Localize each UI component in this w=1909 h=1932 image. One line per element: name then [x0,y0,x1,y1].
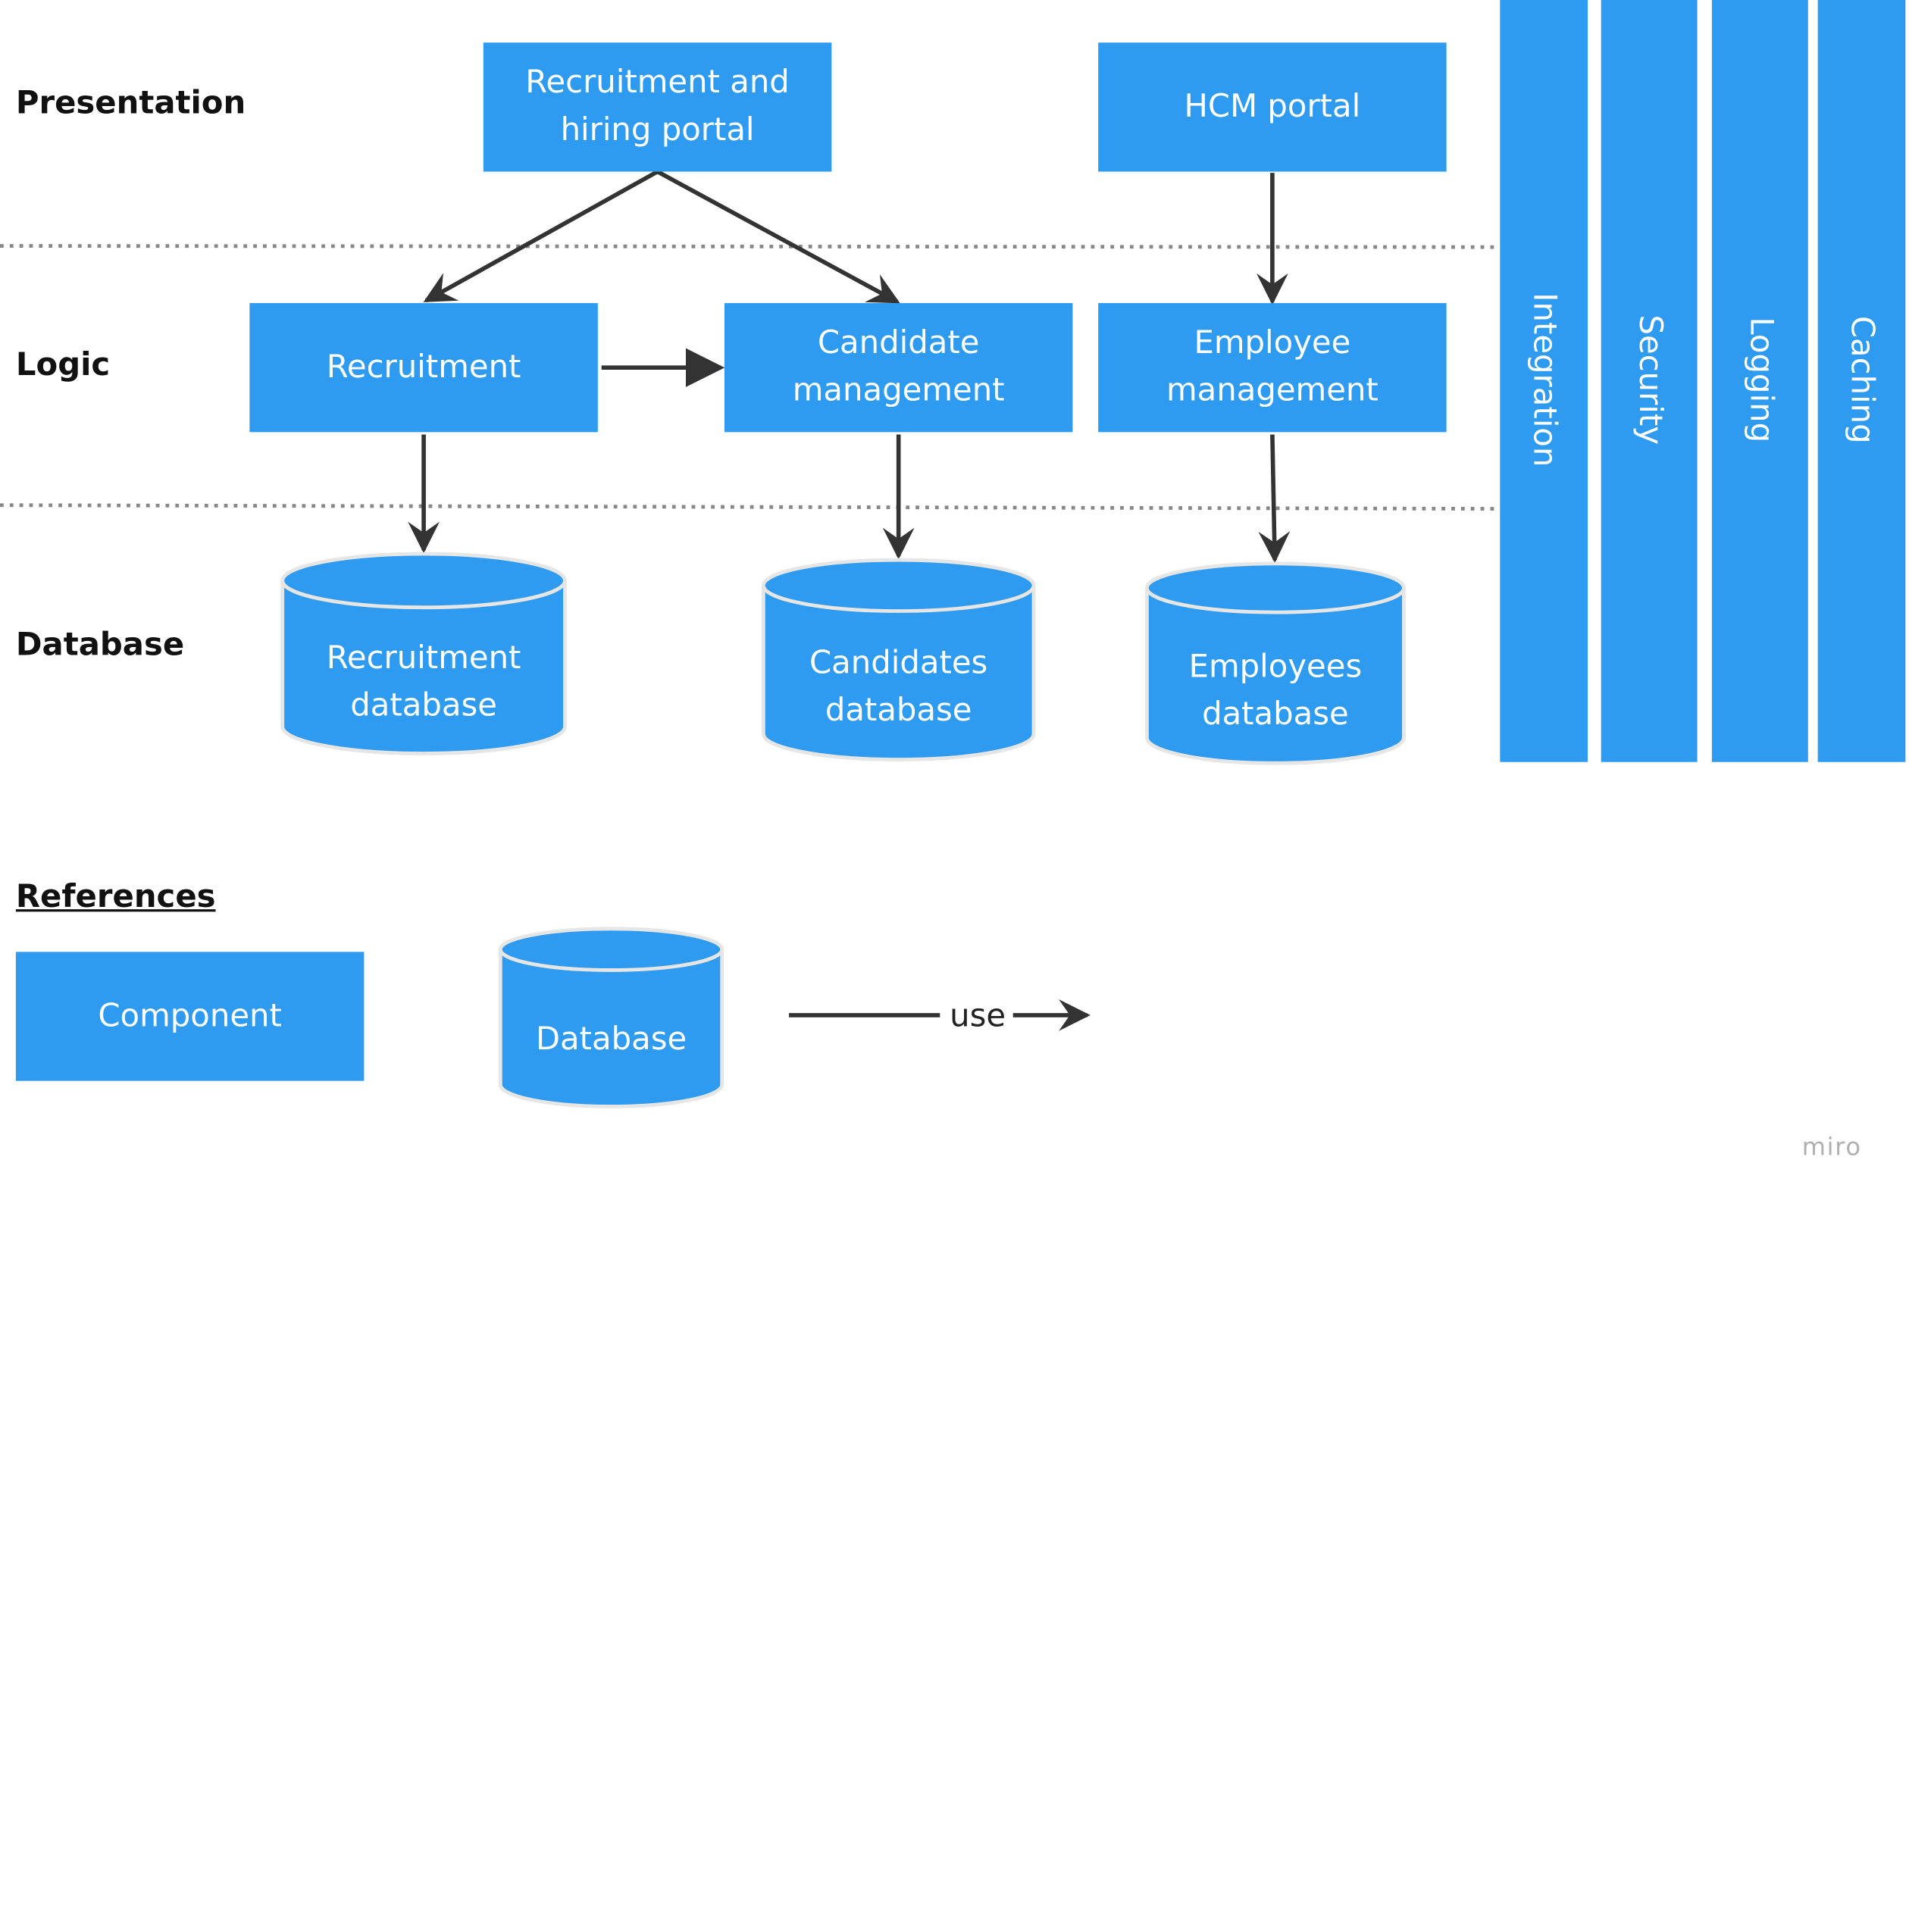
arrow-employees-to-db [1258,434,1291,564]
caching-pillar[interactable]: Caching [1817,0,1906,762]
candidates-database[interactable]: Candidates database [761,558,1036,762]
logging-pillar[interactable]: Logging [1711,0,1808,762]
database-cylinder-icon [498,927,724,1108]
connectors-layer [0,170,1501,1031]
candidate-management-component[interactable]: Candidate management [724,303,1073,433]
recruitment-database[interactable]: Recruitment database [280,552,568,756]
logging-label: Logging [1742,317,1779,443]
security-label: Security [1631,314,1668,445]
arrow-portal-to-recruitment [423,170,659,303]
logic-layer-label: Logic [15,346,111,384]
employee-management-label: Employee management [1166,324,1379,409]
database-cylinder-icon [1145,561,1406,765]
arrow-portal-to-candidate-management [656,170,900,304]
reference-use-label: use [942,996,1013,1037]
recruitment-label: Recruitment [326,349,521,386]
recruitment-component[interactable]: Recruitment [249,303,598,433]
reference-component-label: Component [98,997,282,1034]
candidate-management-label: Candidate management [792,324,1005,409]
recruitment-portal-label: Recruitment and hiring portal [525,64,790,149]
reference-database-label: Database [535,1021,687,1058]
candidates-database-label: Candidates database [809,645,988,730]
reference-database: Database [498,927,724,1109]
database-cylinder-icon [761,558,1036,761]
layer-divider-bottom [0,503,1501,511]
recruitment-database-label: Recruitment database [326,640,521,724]
miro-watermark-logo: miro [1801,1132,1862,1161]
hcm-portal-component[interactable]: HCM portal [1098,42,1447,172]
integration-label: Integration [1526,292,1563,467]
database-layer-label: Database [15,627,185,664]
layer-divider-top [0,244,1501,249]
recruitment-portal-component[interactable]: Recruitment and hiring portal [483,42,832,172]
security-pillar[interactable]: Security [1601,0,1698,762]
reference-component: Component [15,952,365,1081]
caching-label: Caching [1843,315,1880,444]
database-cylinder-icon [280,552,567,755]
presentation-layer-label: Presentation [15,85,246,122]
employees-database[interactable]: Employees database [1144,561,1406,766]
employees-database-label: Employees database [1188,649,1363,733]
references-title: References [15,878,216,916]
employee-management-component[interactable]: Employee management [1098,303,1447,433]
hcm-portal-label: HCM portal [1184,88,1361,125]
integration-pillar[interactable]: Integration [1500,0,1588,762]
